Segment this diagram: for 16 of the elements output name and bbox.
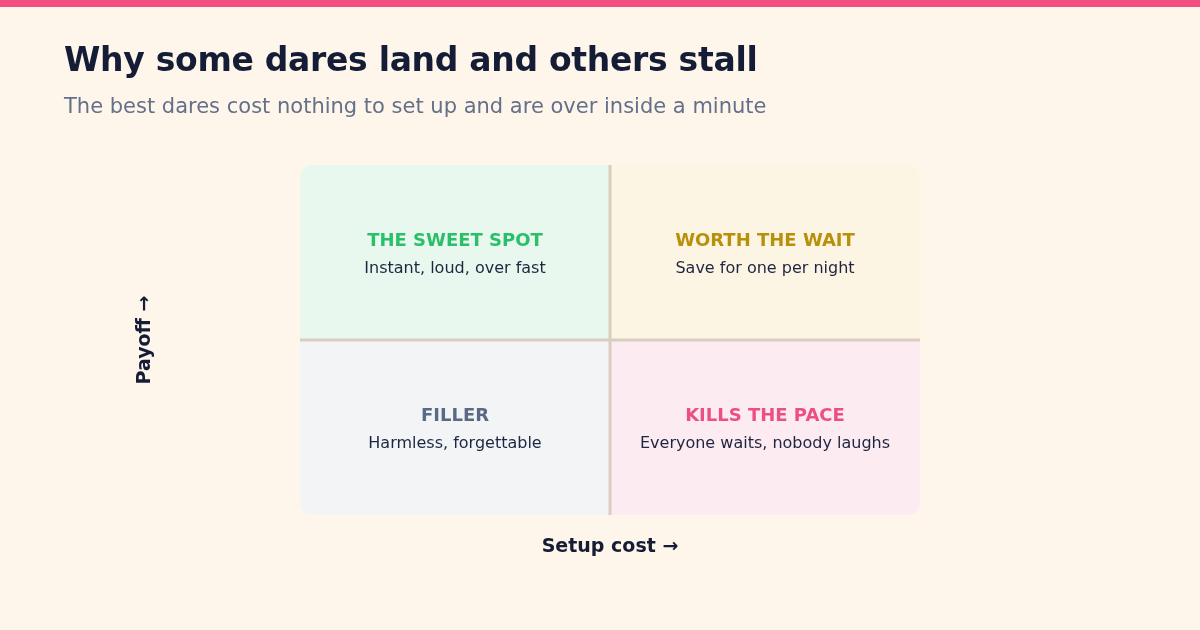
quadrant-panel [610,165,920,340]
x-axis-label: Setup cost → [541,534,679,556]
quadrant-description: Everyone waits, nobody laughs [639,432,891,452]
quadrant-heading: KILLS THE PACE [685,403,845,425]
title: Why some dares land and others stall [64,40,758,79]
quadrant-heading: FILLER [420,403,490,425]
quadrant-heading: THE SWEET SPOT [367,228,543,250]
quadrant-description: Harmless, forgettable [368,432,542,452]
quadrant-description: Save for one per night [675,257,855,277]
y-axis-label: Payoff → [132,295,154,385]
quadrant-description: Instant, loud, over fast [364,257,546,277]
subtitle: The best dares cost nothing to set up and are over inside a minute [64,94,767,118]
quadrant-panel [300,165,610,340]
quadrant-panel [300,340,610,515]
quadrant-heading: WORTH THE WAIT [675,228,855,250]
quadrant-panel [610,340,920,515]
